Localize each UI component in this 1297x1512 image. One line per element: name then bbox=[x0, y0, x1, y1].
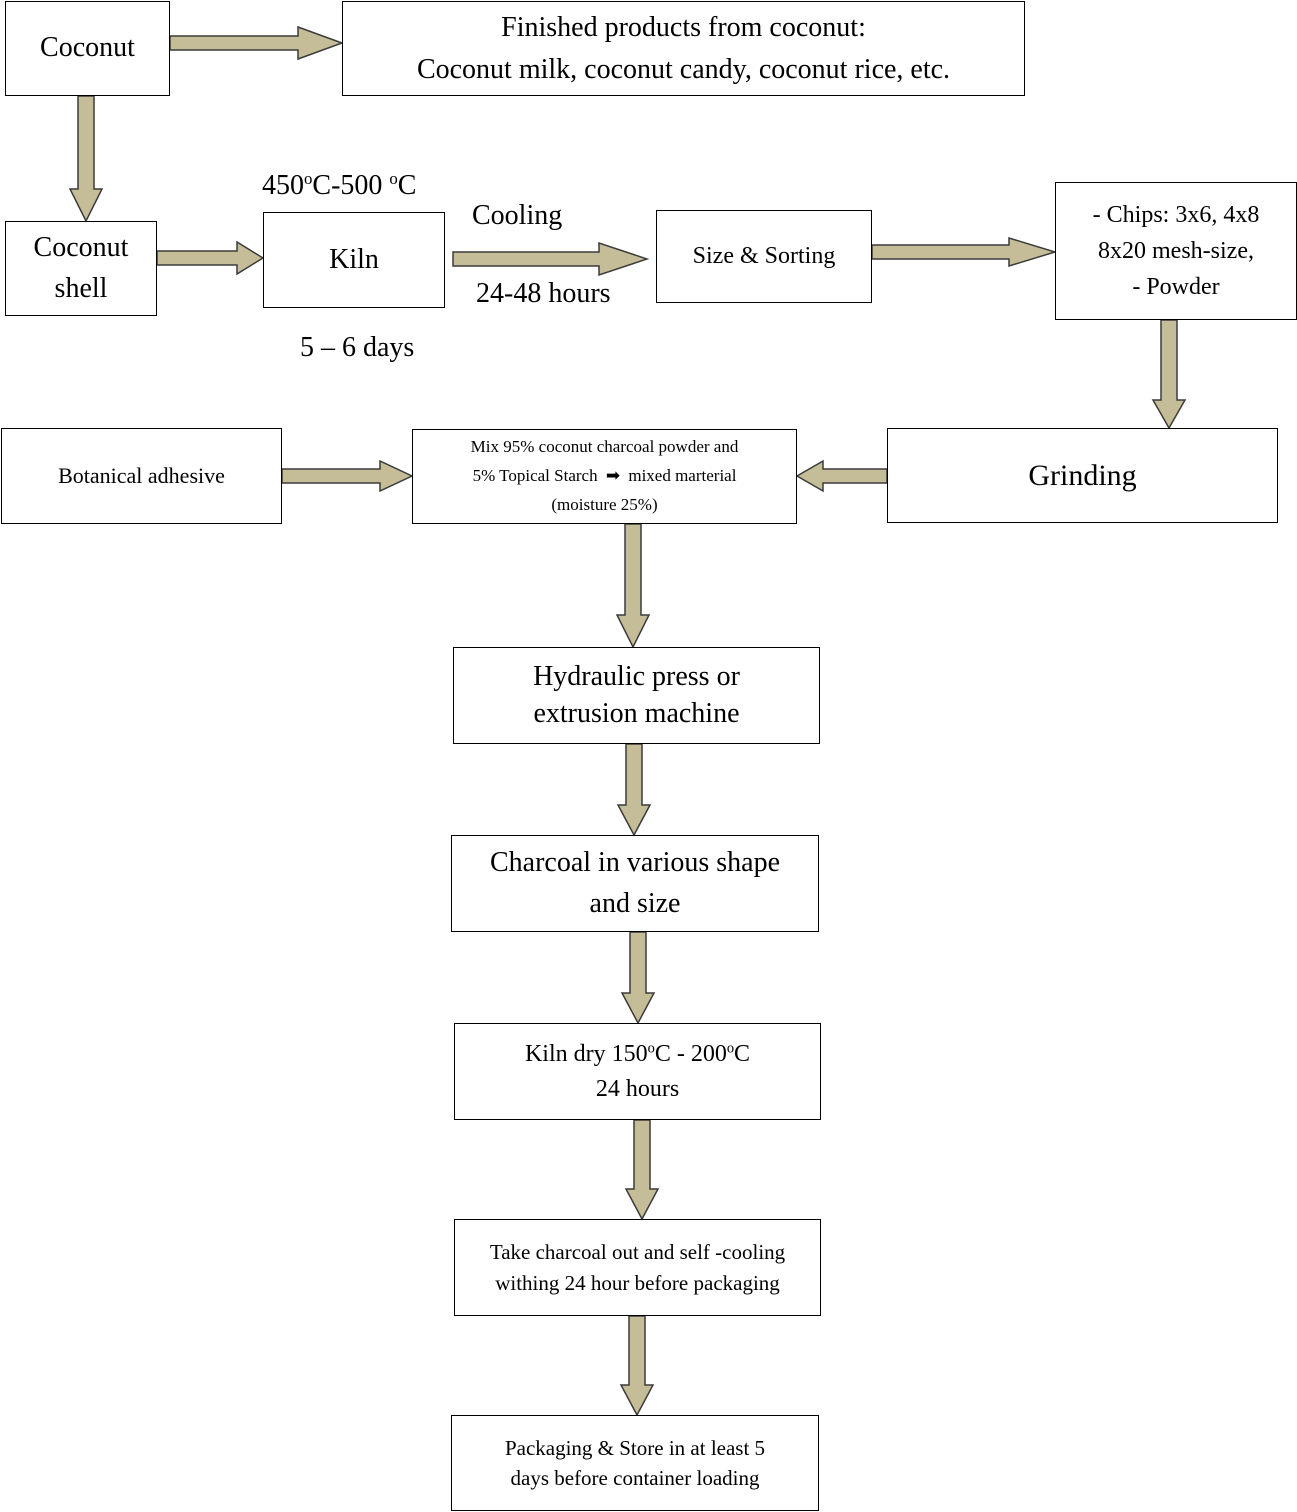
node-hydraulic-line1: Hydraulic press or bbox=[533, 661, 740, 693]
node-kiln-dry-line2: 24 hours bbox=[595, 1075, 680, 1102]
node-size-sorting-text: Size & Sorting bbox=[692, 242, 836, 269]
node-botanical-text: Botanical adhesive bbox=[58, 462, 225, 488]
node-mix-line2: 5% Topical Starch ➡ mixed marterial bbox=[473, 462, 737, 491]
arrow-coconut-to-shell bbox=[68, 95, 104, 223]
arrow-kilndry-to-takeout bbox=[624, 1119, 660, 1221]
node-coconut: Coconut bbox=[5, 1, 170, 96]
node-charcoal-shapes: Charcoal in various shape and size bbox=[451, 835, 819, 932]
node-mix-line3: (moisture 25%) bbox=[551, 494, 658, 514]
node-finished-line1: Finished products from coconut: bbox=[501, 11, 866, 43]
node-mix: Mix 95% coconut charcoal powder and 5% T… bbox=[412, 429, 797, 524]
kiln-dry-unit: C bbox=[734, 1040, 751, 1067]
node-shell-line2: shell bbox=[54, 272, 108, 304]
arrow-botanical-to-mix bbox=[281, 459, 414, 493]
kiln-dry-temp-high: C - 200 bbox=[654, 1040, 727, 1067]
arrow-takeout-to-packaging bbox=[619, 1315, 655, 1417]
arrow-sorting-to-chips bbox=[871, 236, 1058, 268]
node-packaging-line2: days before container loading bbox=[510, 1466, 760, 1490]
label-kiln-temperature: 450oC-500 oC bbox=[262, 170, 416, 202]
temp-high: C-500 bbox=[312, 170, 390, 201]
label-cooling-time: 24-48 hours bbox=[476, 278, 611, 309]
label-kiln-time: 5 – 6 days bbox=[300, 332, 415, 363]
node-grinding-text: Grinding bbox=[1028, 459, 1137, 492]
node-take-out-line1: Take charcoal out and self -cooling bbox=[489, 1240, 786, 1265]
node-chips-line1: - Chips: 3x6, 4x8 bbox=[1092, 202, 1260, 228]
node-packaging-line1: Packaging & Store in at least 5 bbox=[504, 1435, 766, 1460]
node-botanical-adhesive: Botanical adhesive bbox=[1, 428, 282, 524]
node-coconut-text: Coconut bbox=[40, 32, 135, 64]
arrow-shell-to-kiln bbox=[156, 240, 265, 276]
arrow-grinding-to-mix bbox=[795, 459, 888, 493]
arrow-kiln-to-sorting bbox=[452, 241, 650, 277]
label-cooling: Cooling bbox=[472, 200, 563, 231]
node-chips-powder: - Chips: 3x6, 4x8 8x20 mesh-size, - Powd… bbox=[1055, 182, 1297, 320]
node-mix-line1: Mix 95% coconut charcoal powder and bbox=[470, 437, 739, 457]
node-finished-line2: Coconut milk, coconut candy, coconut ric… bbox=[416, 53, 951, 85]
node-packaging: Packaging & Store in at least 5 days bef… bbox=[451, 1415, 819, 1511]
mix-arrow-icon: ➡ bbox=[605, 466, 621, 487]
temp-low: 450 bbox=[262, 170, 304, 201]
temp-unit: C bbox=[397, 170, 417, 201]
node-kiln-text: Kiln bbox=[329, 243, 379, 275]
node-kiln-dry-line1: Kiln dry 150oC - 200oC bbox=[525, 1037, 750, 1072]
arrow-coconut-to-finished bbox=[169, 25, 345, 61]
node-finished-products: Finished products from coconut: Coconut … bbox=[342, 1, 1025, 96]
node-chips-line3: - Powder bbox=[1132, 274, 1220, 300]
degree-mark: o bbox=[726, 1040, 735, 1057]
node-grinding: Grinding bbox=[887, 428, 1278, 523]
node-coconut-shell: Coconut shell bbox=[5, 221, 157, 316]
node-charcoal-line1: Charcoal in various shape bbox=[489, 846, 781, 878]
degree-mark: o bbox=[304, 168, 313, 188]
degree-mark: o bbox=[647, 1040, 655, 1057]
node-hydraulic-press: Hydraulic press or extrusion machine bbox=[453, 647, 820, 744]
kiln-dry-temp-low: Kiln dry 150 bbox=[524, 1040, 648, 1067]
node-charcoal-line2: and size bbox=[589, 887, 681, 919]
arrow-hydraulic-to-charcoal bbox=[616, 743, 652, 837]
node-take-out-line2: withing 24 hour before packaging bbox=[495, 1270, 780, 1295]
arrow-mix-to-hydraulic bbox=[615, 523, 651, 649]
node-mix-line2a: 5% Topical Starch bbox=[472, 466, 598, 486]
node-mix-line2b: mixed marterial bbox=[628, 466, 737, 486]
node-kiln: Kiln bbox=[263, 212, 445, 308]
degree-mark: o bbox=[389, 168, 398, 188]
arrow-charcoal-to-kilndry bbox=[620, 931, 656, 1025]
node-hydraulic-line2: extrusion machine bbox=[533, 697, 740, 729]
node-chips-line2: 8x20 mesh-size, bbox=[1098, 238, 1254, 264]
node-take-out: Take charcoal out and self -cooling with… bbox=[454, 1219, 821, 1316]
arrow-chips-to-grinding bbox=[1151, 319, 1187, 430]
node-size-sorting: Size & Sorting bbox=[656, 210, 872, 303]
node-kiln-dry: Kiln dry 150oC - 200oC 24 hours bbox=[454, 1023, 821, 1120]
node-shell-line1: Coconut bbox=[33, 231, 129, 263]
